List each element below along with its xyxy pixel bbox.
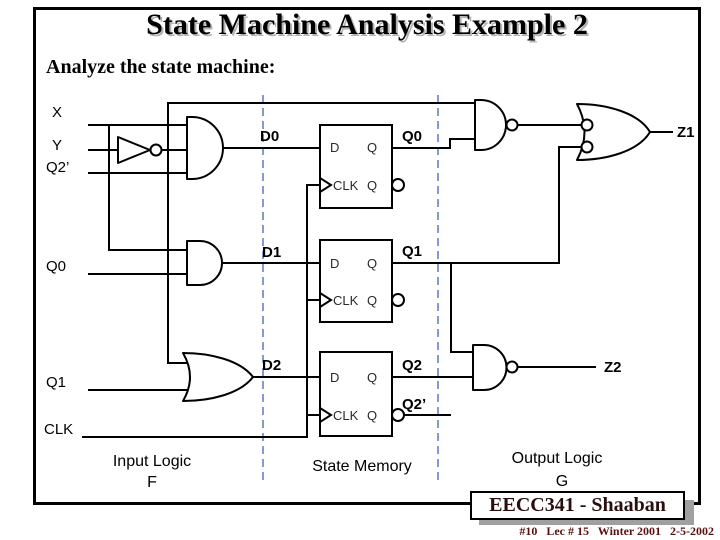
- wire-x-branch: [108, 125, 187, 251]
- wire-q1-to-z2: [450, 263, 473, 353]
- ff2-qbar-bubble: [391, 408, 405, 422]
- label-input-q1: Q1: [46, 374, 66, 391]
- section-captions: Input Logic F State Memory Output Logic …: [113, 450, 603, 491]
- inverter-bubble: [149, 143, 163, 157]
- ff0-d-pin: D: [330, 140, 339, 155]
- flip-flop-0: D Q CLK Q: [319, 124, 405, 209]
- nand-z2-body: [472, 344, 508, 391]
- label-q2: Q2: [402, 357, 422, 374]
- or-gate-d2: [182, 352, 254, 402]
- nand-gate-z1: [474, 99, 519, 151]
- footer-course-box: EECC341 - Shaaban: [470, 491, 685, 520]
- wire-clk-distribution: [82, 184, 320, 438]
- slide-border: [33, 7, 701, 505]
- caption-output-logic: Output Logic: [512, 450, 603, 467]
- ff0-qbar-pin: Q: [367, 178, 377, 193]
- ff0-q-pin: Q: [367, 140, 377, 155]
- signal-labels: X Y Q2’ Q0 Q1 CLK D0 D1 D2 Q0 Q1 Q2 Q2’ …: [44, 104, 695, 438]
- or-z1-body: [576, 103, 651, 161]
- ff1-clk-pin: CLK: [333, 293, 359, 308]
- or-gate-z1: [576, 103, 651, 161]
- flip-flop-1: D Q CLK Q: [319, 239, 405, 323]
- label-input-q2p: Q2’: [46, 159, 69, 176]
- ff0-clk-pin: CLK: [333, 178, 359, 193]
- nand-z1-bubble: [505, 118, 519, 132]
- label-input-clk: CLK: [44, 421, 73, 438]
- inverter-triangle: [117, 136, 151, 164]
- and-gate-d1: [186, 240, 223, 286]
- label-input-x: X: [52, 104, 62, 121]
- ff2-qbar-pin: Q: [367, 408, 377, 423]
- ff1-d-pin: D: [330, 256, 339, 271]
- wire-top-feed: [167, 102, 475, 364]
- label-input-y: Y: [52, 137, 62, 154]
- footer-lecture-info: #10 Lec # 15 Winter 2001 2-5-2002: [519, 524, 714, 538]
- ff1-clock-triangle-icon: [319, 292, 333, 308]
- ff2-d-pin: D: [330, 370, 339, 385]
- ff2-box: [319, 351, 393, 437]
- ff0-clock-triangle-icon: [319, 177, 333, 193]
- ff1-qbar-pin: Q: [367, 293, 377, 308]
- ff0-qbar-bubble: [391, 178, 405, 192]
- nand-gate-z2: [472, 344, 519, 391]
- caption-input-logic: Input Logic: [113, 453, 191, 470]
- label-z2: Z2: [604, 359, 622, 376]
- label-q0: Q0: [402, 128, 422, 145]
- slide-subtitle: Analyze the state machine:: [46, 56, 276, 78]
- nand-z2-bubble: [505, 360, 519, 374]
- label-d2: D2: [262, 357, 281, 374]
- label-z1: Z1: [677, 124, 695, 141]
- ff2-clock-triangle-icon: [319, 407, 333, 423]
- wire-q0-output: [392, 138, 475, 149]
- footer-course-text: EECC341 - Shaaban: [489, 494, 666, 516]
- or-z1-input-bubble-bottom: [580, 140, 594, 154]
- ff2-clk-pin: CLK: [333, 408, 359, 423]
- label-input-q0: Q0: [46, 258, 66, 275]
- nand-z1-body: [474, 99, 507, 151]
- inverter-gate-y: [117, 136, 163, 164]
- ff1-qbar-bubble: [391, 293, 405, 307]
- wire-q1-output: [392, 146, 582, 264]
- label-d0: D0: [260, 128, 279, 145]
- caption-state-memory: State Memory: [312, 458, 412, 475]
- label-q2p: Q2’: [402, 396, 426, 413]
- flip-flop-2: D Q CLK Q: [319, 351, 405, 437]
- wires: [82, 102, 673, 438]
- caption-input-logic-f: F: [147, 474, 157, 491]
- and-gate-d0: [186, 116, 224, 180]
- label-d1: D1: [262, 244, 281, 261]
- ff0-box: [319, 124, 393, 209]
- ff1-q-pin: Q: [367, 256, 377, 271]
- or-z1-input-bubble-top: [580, 118, 594, 132]
- ff2-q-pin: Q: [367, 370, 377, 385]
- caption-output-logic-g: G: [556, 473, 568, 490]
- ff1-box: [319, 239, 393, 323]
- page-title: State Machine Analysis Example 2: [146, 8, 588, 41]
- label-q1: Q1: [402, 243, 422, 260]
